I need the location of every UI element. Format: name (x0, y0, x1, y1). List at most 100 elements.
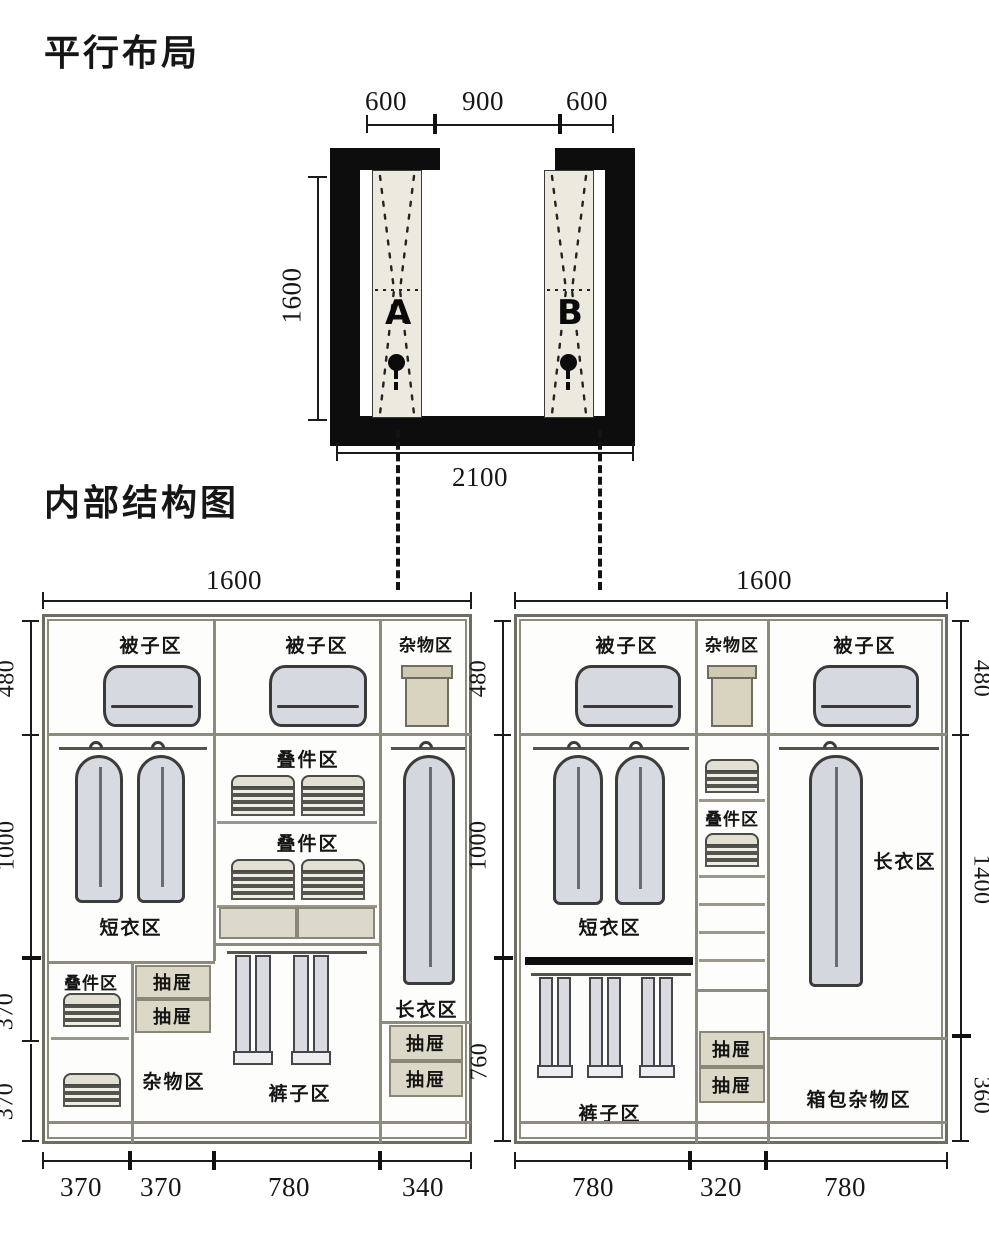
left-vdim-1000-tick-bot (22, 956, 41, 960)
left-folded-stack-6-ply1 (63, 1086, 121, 1093)
plan-wall-right (605, 148, 635, 446)
right-shelf-luggage (769, 1037, 947, 1040)
left-pants-cuff-1 (233, 1051, 273, 1065)
right-vdimR-480-tick-bot (952, 734, 969, 736)
right-folded-stack-2-ply1 (705, 846, 759, 853)
left-div-top-1 (213, 621, 216, 735)
right-vdimR-480-line (960, 620, 962, 735)
right-folded-stack-2-ply2 (705, 853, 759, 860)
right-quilt-1 (575, 665, 681, 727)
left-pants-cuff-2 (291, 1051, 331, 1065)
plan-top-dim-line (366, 124, 614, 126)
right-pants-leg-4 (607, 977, 621, 1069)
right-bdim-tick-3 (946, 1152, 948, 1169)
plan-dim-600-right: 600 (566, 86, 608, 116)
right-div-top-1 (695, 621, 698, 735)
right-drawer-1: 抽屉 (699, 1031, 765, 1067)
left-long-garment-seam (429, 767, 432, 967)
right-top-tick-l (514, 592, 516, 609)
page-title-parallel-layout: 平行布局 (44, 33, 201, 74)
right-folded-stack-1-ply2 (705, 779, 759, 786)
right-bdim-320: 320 (700, 1172, 742, 1202)
right-storage-bin (711, 677, 753, 727)
right-shelf-top (521, 733, 947, 736)
left-label-folded-bottom: 叠件区 (64, 974, 118, 994)
plan-tick-b (433, 114, 437, 134)
left-folded-stack-5-ply1 (63, 1006, 121, 1013)
right-bdim-tick-1 (688, 1151, 692, 1170)
right-wardrobe-elevation: 被子区 杂物区 被子区 短衣区 (514, 614, 948, 1144)
right-vdimL-1000-tick-bot (494, 956, 513, 960)
left-drawer-4: 抽屉 (389, 1061, 463, 1097)
right-label-quilt-2: 被子区 (833, 635, 897, 657)
left-vdim-370b-tick-bot (22, 1140, 39, 1142)
left-dim-370-upper: 370 (0, 992, 19, 1031)
left-folded-stack-6-ply3 (63, 1100, 121, 1107)
left-pants-leg-3 (293, 955, 309, 1055)
right-pants-leg-5 (641, 977, 655, 1069)
left-folded-stack-1-ply1 (231, 788, 295, 795)
right-shelf-center-2 (699, 875, 765, 878)
right-drawer-2: 抽屉 (699, 1067, 765, 1103)
plan-cabinet-a-marker-tip (394, 382, 398, 390)
right-folded-stack-2-ply3 (705, 860, 759, 867)
plan-tick-d (612, 115, 614, 133)
left-label-quilt-2: 被子区 (285, 635, 349, 657)
right-quilt-2 (813, 665, 919, 727)
left-vdim-370a-tick-bot (22, 1040, 39, 1042)
left-folded-stack-3-ply1 (231, 872, 295, 879)
left-pants-rod (227, 951, 367, 954)
plan-tick-a (366, 115, 368, 133)
left-shelf-folded-1 (217, 821, 377, 824)
left-folded-stack-5-ply3 (63, 1020, 121, 1027)
left-short-garment-1-seam (99, 767, 102, 887)
right-dim-right-480: 480 (968, 659, 989, 698)
left-dim-total-1600: 1600 (206, 565, 262, 595)
left-bdim-340: 340 (402, 1172, 444, 1202)
left-label-folded-upper: 叠件区 (276, 749, 340, 771)
right-label-luggage-misc: 箱包杂物区 (806, 1089, 912, 1111)
left-shelf-above-pants (215, 943, 379, 946)
left-folded-stack-6 (63, 1073, 121, 1111)
left-bdim-tick-0 (42, 1152, 44, 1169)
right-pants-cuff-1 (537, 1065, 573, 1078)
left-quilt-1-fold (111, 705, 193, 708)
left-drawer-3: 抽屉 (389, 1025, 463, 1061)
plan-wall-left (330, 148, 360, 446)
left-bdim-780: 780 (268, 1172, 310, 1202)
left-vdim-480-tick-bot (22, 734, 39, 736)
left-storage-bin (405, 677, 449, 727)
left-shelf-folded-2 (217, 905, 377, 908)
right-short-garment-2-seam (639, 767, 642, 889)
left-folded-stack-4-ply1 (301, 872, 365, 879)
right-pants-leg-6 (659, 977, 673, 1069)
right-shelf-center-6 (697, 989, 767, 992)
left-pants-leg-4 (313, 955, 329, 1055)
left-folded-stack-1-ply4 (231, 809, 295, 816)
left-label-folded-lower: 叠件区 (276, 833, 340, 855)
right-dim-left-1000: 1000 (465, 820, 492, 871)
left-label-misc-top: 杂物区 (399, 636, 453, 656)
left-vdim-370b-line (30, 1044, 32, 1142)
left-vdim-480-tick-top (22, 620, 39, 622)
left-folded-stack-4 (301, 859, 365, 901)
left-dim-370-lower: 370 (0, 1082, 19, 1121)
right-long-garment-seam (835, 767, 838, 967)
right-hanging-rod-long (779, 747, 939, 750)
left-wardrobe-elevation: 被子区 被子区 杂物区 短衣区 叠件区 (42, 614, 472, 1144)
left-quilt-2-fold (277, 705, 359, 708)
right-label-quilt-1: 被子区 (595, 635, 659, 657)
left-pullout-tray-2 (297, 907, 375, 939)
plan-cabinet-b-marker-tip (566, 382, 570, 390)
right-pants-cuff-2 (587, 1065, 623, 1078)
right-vdimL-480-tick-top (494, 620, 511, 622)
right-bdim-tick-0 (514, 1152, 516, 1169)
right-label-short-clothes: 短衣区 (578, 917, 642, 939)
left-hanging-rod-long (391, 747, 465, 750)
left-bdim-tick-1 (128, 1151, 132, 1170)
right-pants-leg-3 (589, 977, 603, 1069)
right-vdimL-480-line (502, 620, 504, 735)
left-bdim-370-a: 370 (60, 1172, 102, 1202)
right-folded-stack-1-collar (705, 759, 759, 772)
plan-width-dim-line (336, 452, 634, 454)
